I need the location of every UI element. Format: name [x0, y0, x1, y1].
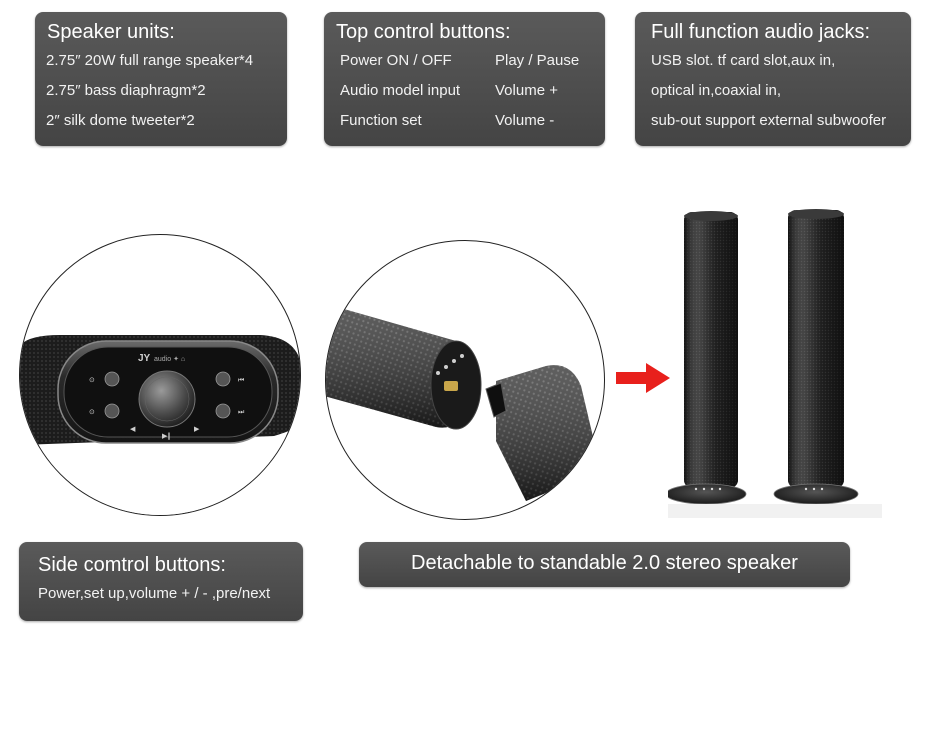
audio-jacks-line: sub-out support external subwoofer	[651, 112, 887, 129]
svg-text:◀: ◀	[130, 425, 136, 433]
svg-text:⏭: ⏭	[238, 408, 245, 416]
top-control-item: Play / Pause	[495, 52, 580, 69]
top-control-item: Volume -	[495, 112, 555, 129]
top-control-item: Audio model input	[340, 82, 461, 99]
audio-jacks-line: optical in,coaxial in,	[651, 82, 782, 99]
svg-text:⊙: ⊙	[89, 376, 95, 384]
top-control-item: Function set	[340, 112, 422, 129]
svg-text:⏮: ⏮	[238, 376, 244, 384]
speaker-units-line: 2″ silk dome tweeter*2	[46, 112, 195, 129]
top-control-item: Volume +	[495, 82, 558, 99]
speaker-units-line: 2.75″ bass diaphragm*2	[46, 82, 206, 99]
brand-logo: JY	[138, 353, 151, 364]
right-arrow-icon	[616, 363, 670, 393]
audio-jacks-line: USB slot. tf card slot,aux in,	[651, 52, 836, 69]
side-control-buttons-panel: Side comtrol buttons: Power,set up,volum…	[19, 542, 303, 621]
audio-jacks-title: Full function audio jacks:	[651, 21, 871, 43]
power-button-icon	[104, 371, 120, 387]
top-control-buttons-panel: Top control buttons: Power ON / OFF Audi…	[324, 12, 605, 146]
side-controls-closeup-image: JY audio ✦ ⌂ ⊙ ⊙ ⏮ ⏭ ◀ ▶‖ ▶	[19, 234, 301, 516]
connector-pin-icon	[444, 381, 458, 391]
detachable-connector-closeup-image	[325, 240, 605, 520]
speaker-units-line: 2.75″ 20W full range speaker*4	[46, 52, 254, 69]
next-button-icon	[215, 403, 231, 419]
brand-logo-mark: audio ✦ ⌂	[154, 355, 185, 363]
side-controls-line: Power,set up,volume + / - ,pre/next	[38, 585, 271, 602]
svg-text:⊙: ⊙	[89, 408, 95, 416]
top-control-item: Power ON / OFF	[340, 52, 452, 69]
detachable-caption: Detachable to standable 2.0 stereo speak…	[411, 552, 798, 574]
svg-text:▶‖: ▶‖	[162, 432, 171, 440]
previous-button-icon	[215, 371, 231, 387]
speaker-units-title: Speaker units:	[47, 21, 175, 43]
detachable-caption-panel: Detachable to standable 2.0 stereo speak…	[359, 542, 850, 587]
svg-text:▶: ▶	[194, 425, 200, 433]
audio-jacks-panel: Full function audio jacks: USB slot. tf …	[635, 12, 911, 146]
setup-button-icon	[104, 403, 120, 419]
side-controls-title: Side comtrol buttons:	[38, 554, 226, 576]
speaker-units-panel: Speaker units: 2.75″ 20W full range spea…	[35, 12, 287, 146]
standing-speakers-image	[668, 206, 882, 518]
top-controls-title: Top control buttons:	[336, 21, 511, 43]
